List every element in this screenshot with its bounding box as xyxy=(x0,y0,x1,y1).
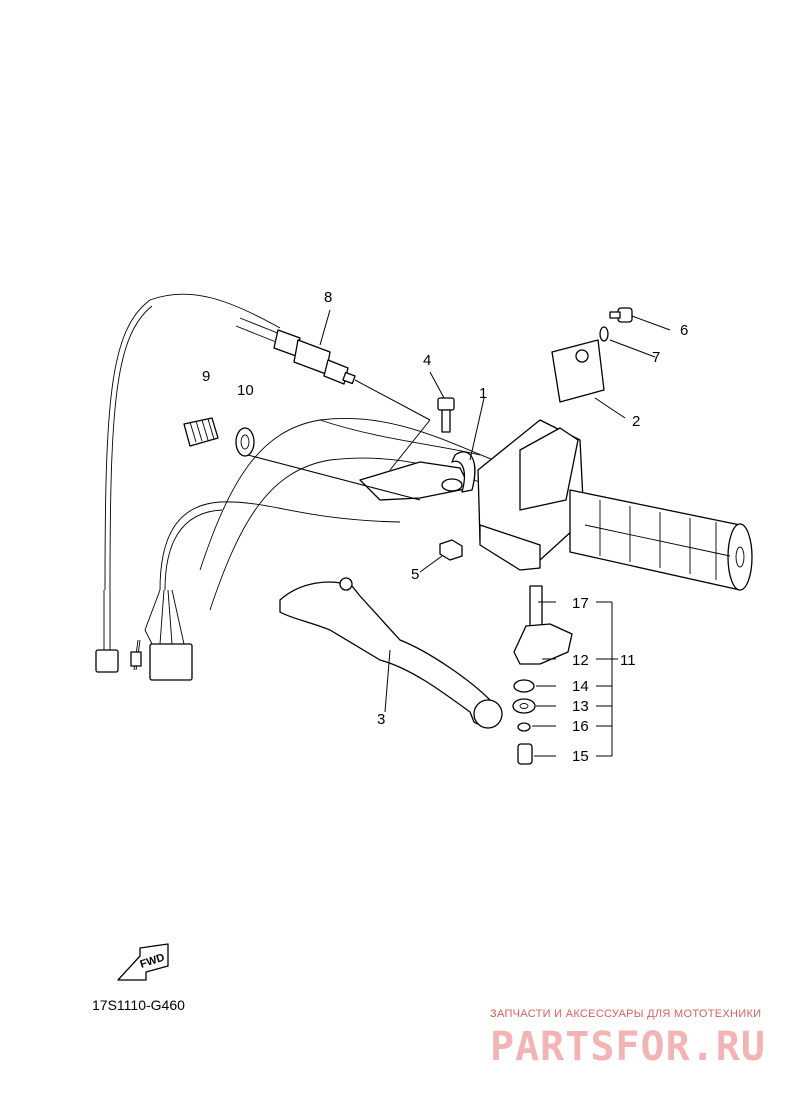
label-part-2: 2 xyxy=(632,413,640,430)
label-part-4: 4 xyxy=(423,352,431,369)
drawing-code: 17S1110-G460 xyxy=(92,997,185,1013)
label-part-13: 13 xyxy=(572,698,589,715)
switch-clamp xyxy=(551,339,605,403)
label-part-6: 6 xyxy=(680,322,688,339)
label-part-8: 8 xyxy=(324,289,332,306)
adjuster-nut xyxy=(235,427,255,457)
label-part-15: 15 xyxy=(572,748,589,765)
part-number-labels: 8 4 1 9 10 5 3 6 7 2 17 12 11 14 13 16 1… xyxy=(202,289,688,765)
forward-direction-marker: FWD xyxy=(117,943,169,981)
label-part-17: 17 xyxy=(572,595,589,612)
label-part-1: 1 xyxy=(479,385,487,402)
watermark-tagline: ЗАПЧАСТИ И АКСЕССУАРЫ ДЛЯ МОТОТЕХНИКИ xyxy=(490,1008,762,1020)
watermark-brand: PARTSFOR.RU xyxy=(490,1024,766,1070)
switch-wire-harness xyxy=(95,293,401,681)
label-part-7: 7 xyxy=(652,349,660,366)
clamp-washer xyxy=(599,326,609,342)
lever-holder xyxy=(359,451,476,501)
label-part-14: 14 xyxy=(572,678,589,695)
label-part-16: 16 xyxy=(572,718,589,735)
pivot-bolt xyxy=(437,397,455,433)
label-part-12: 12 xyxy=(572,652,589,669)
handlebar-grip xyxy=(569,489,753,591)
handlebar-switch xyxy=(477,419,585,571)
label-part-5: 5 xyxy=(411,566,419,583)
label-part-11: 11 xyxy=(620,652,636,669)
pivot-nut xyxy=(439,539,463,561)
label-part-10: 10 xyxy=(237,382,254,399)
front-brake-switch xyxy=(235,317,356,385)
choke-lever-assembly xyxy=(512,585,573,765)
label-part-9: 9 xyxy=(202,368,210,385)
adjuster-screw xyxy=(183,417,219,447)
leader-lines xyxy=(247,309,671,757)
clamp-screw xyxy=(609,307,633,323)
brake-lever xyxy=(279,577,503,729)
label-part-3: 3 xyxy=(377,711,385,728)
